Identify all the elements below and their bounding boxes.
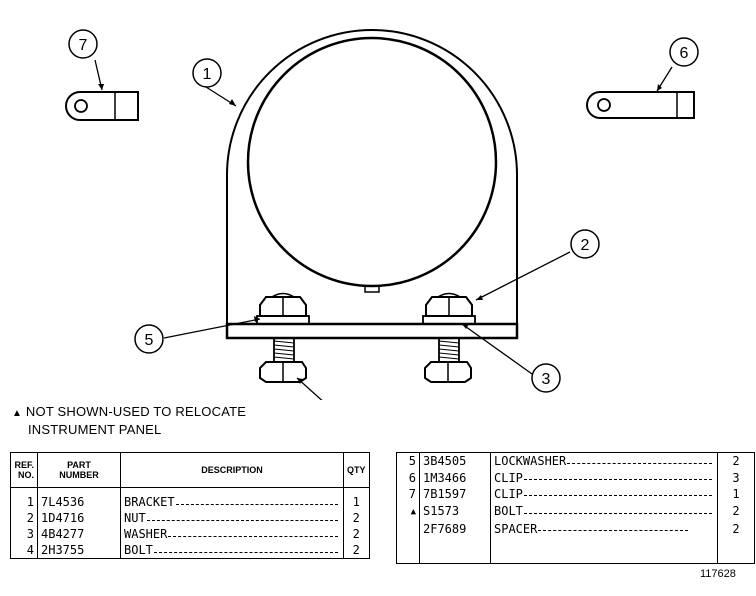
part-number-cell: 2H3755 (37, 542, 121, 559)
right-bolt (424, 337, 472, 383)
callout-7: 7 (79, 37, 88, 54)
qty-cell: 2 (352, 527, 360, 541)
triangle-marker-icon: ▲ (12, 408, 23, 419)
relocate-note: ▲ NOT SHOWN-USED TO RELOCATE (12, 404, 246, 419)
qty-cell: 2 (732, 454, 740, 469)
ref-cell: ▲ (396, 502, 420, 521)
note-line-1: NOT SHOWN-USED TO RELOCATE (25, 404, 247, 419)
bracket-part (225, 29, 519, 340)
ref-cell: 3 (10, 526, 38, 542)
callout-5: 5 (145, 332, 154, 349)
description-cell: CLIP (490, 485, 718, 503)
callout-6: 6 (680, 45, 689, 62)
callout-1: 1 (203, 66, 212, 83)
description-cell: NUT (120, 510, 344, 526)
description-cell: BRACKET (120, 487, 344, 510)
ref-cell: 1 (10, 487, 38, 510)
description-cell: CLIP (490, 469, 718, 486)
part-number-cell: 3B4505 (419, 452, 491, 470)
qty-cell: 2 (732, 504, 740, 519)
part-number-cell: S1573 (419, 502, 491, 521)
ref-cell: 2 (10, 510, 38, 526)
table-row: 4 2H3755 BOLT 2 (10, 542, 370, 559)
part-number-cell: 4B4277 (37, 526, 121, 542)
callout-2: 2 (581, 237, 590, 254)
drawing-number: 117628 (700, 568, 736, 580)
table-row: 3 4B4277 WASHER 2 (10, 526, 370, 542)
callout-3: 3 (542, 371, 551, 388)
description-cell: SPACER (490, 520, 718, 537)
table-row: 5 3B4505 LOCKWASHER 2 (396, 452, 755, 470)
parts-table-right: 5 3B4505 LOCKWASHER 2 6 1M3466 CLIP 3 7 … (396, 452, 755, 564)
table-row: 2F7689 SPACER 2 (396, 520, 755, 537)
description-header: DESCRIPTION (120, 452, 344, 488)
part-number-cell: 7B1597 (419, 485, 491, 503)
qty-cell: 2 (352, 511, 360, 525)
right-nut (422, 292, 476, 325)
ref-cell: 6 (396, 469, 420, 486)
description-cell: WASHER (120, 526, 344, 542)
qty-cell: 3 (732, 470, 740, 485)
description-cell: LOCKWASHER (490, 452, 718, 470)
part-number-cell: 2F7689 (419, 520, 491, 537)
table-row-empty (396, 536, 755, 564)
qty-cell: 1 (732, 486, 740, 501)
ref-cell: 5 (396, 452, 420, 470)
ref-no-header: REF.NO. (10, 452, 38, 488)
part-number-cell: 1D4716 (37, 510, 121, 526)
qty-cell: 1 (352, 495, 360, 509)
description-cell: BOLT (120, 542, 344, 559)
clip-7-part (65, 91, 139, 121)
note-line-2: INSTRUMENT PANEL (28, 422, 162, 437)
qty-header: QTY (343, 452, 370, 488)
part-number-cell: 7L4536 (37, 487, 121, 510)
table-row: 2 1D4716 NUT 2 (10, 510, 370, 526)
table-row: 7 7B1597 CLIP 1 (396, 485, 755, 503)
qty-cell: 2 (732, 521, 740, 536)
qty-cell: 2 (352, 543, 360, 557)
exploded-parts-diagram: 1 2 3 4 5 6 7 (65, 29, 699, 400)
table-row: 6 1M3466 CLIP 3 (396, 469, 755, 486)
table-row: 1 7L4536 BRACKET 1 (10, 487, 370, 510)
ref-cell (396, 520, 420, 537)
description-cell: BOLT (490, 502, 718, 521)
ref-cell: 7 (396, 485, 420, 503)
table-row: ▲ S1573 BOLT 2 (396, 502, 755, 521)
part-number-cell: 1M3466 (419, 469, 491, 486)
triangle-marker-icon: ▲ (410, 507, 416, 518)
clip-6-part (586, 91, 695, 119)
left-bolt (259, 337, 307, 383)
ref-cell: 4 (10, 542, 38, 559)
left-nut (256, 292, 310, 325)
